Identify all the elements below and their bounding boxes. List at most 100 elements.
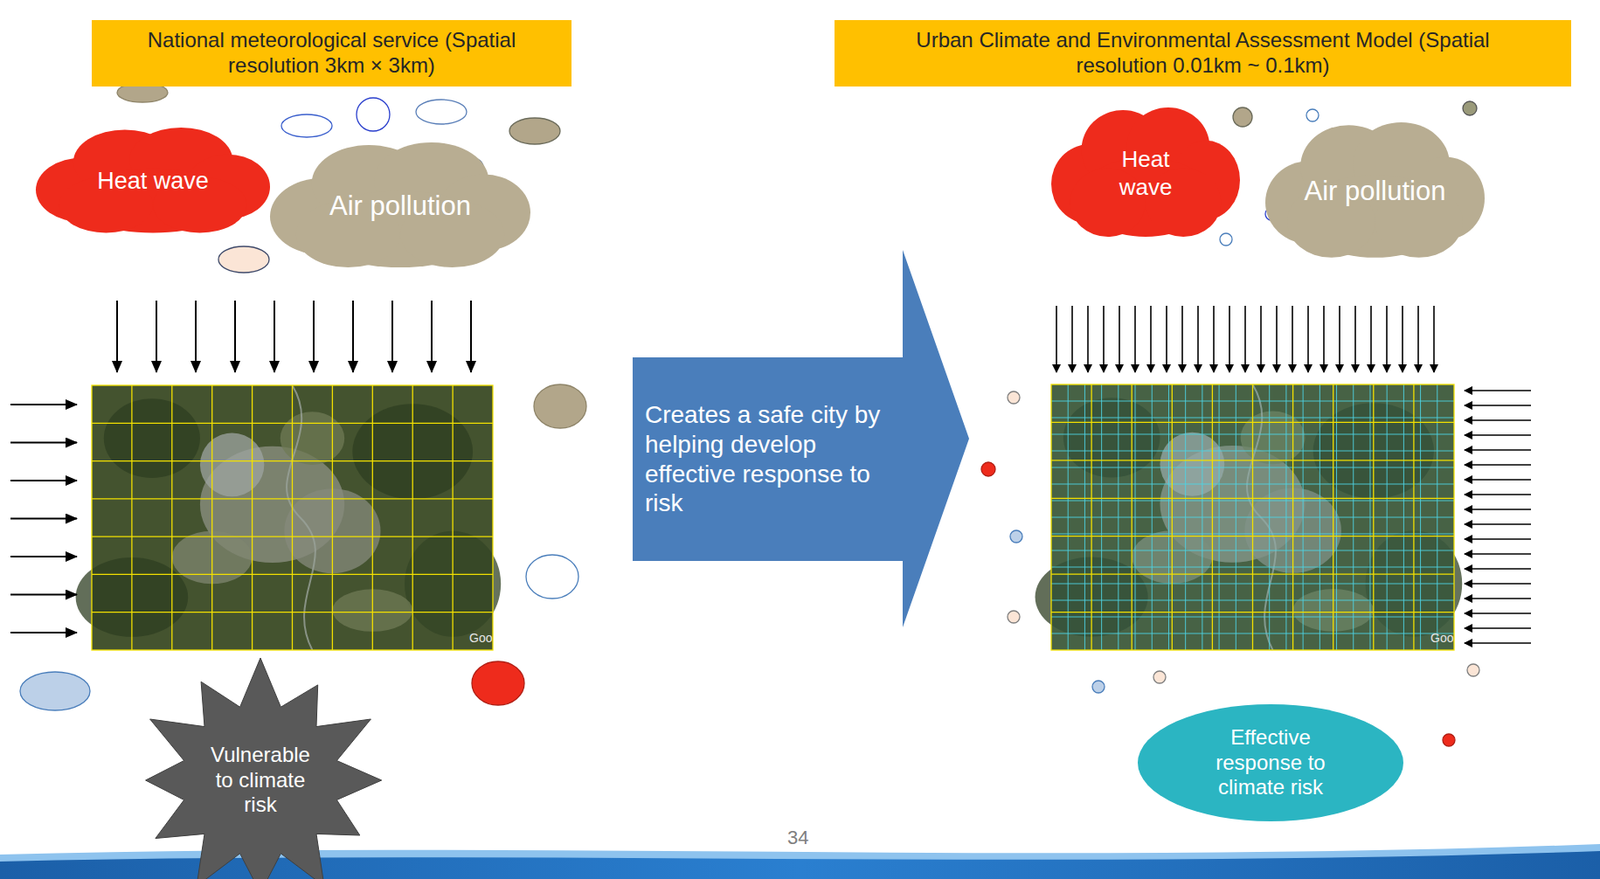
particle-dot [1442, 734, 1455, 747]
wind-arrow [1322, 305, 1325, 373]
footer-band [0, 851, 1600, 879]
coarse-grid-line [1252, 384, 1254, 651]
particle-dot [1153, 671, 1166, 684]
particle-dot [356, 97, 390, 132]
particle-dot [1010, 530, 1023, 543]
text-area: Urban Climate and Environmental Assessme… [834, 20, 1572, 87]
grid-border [1051, 384, 1455, 651]
map-terrain [200, 433, 264, 498]
wind-arrow [1102, 305, 1105, 373]
map-terrain [103, 398, 201, 478]
grid-border [91, 385, 493, 651]
coarse-grid-line [91, 498, 493, 499]
particle-dot [526, 554, 579, 599]
wind-arrow [430, 300, 433, 373]
coarse-grid-line [412, 385, 414, 651]
wind-arrow [1275, 305, 1278, 373]
coarse-grid-line [91, 422, 493, 424]
node-text: Heat wave [96, 166, 209, 195]
wind-arrow [470, 300, 472, 373]
wind-arrow [1087, 305, 1089, 373]
fine-grid-line [1252, 384, 1254, 651]
node-text: Heat wave [1106, 145, 1185, 201]
ellipse-fill [1137, 704, 1404, 822]
wind-arrow [1071, 305, 1074, 373]
coarse-grid-line [1051, 573, 1455, 575]
map-river [286, 385, 316, 651]
wind-arrow [1464, 389, 1531, 392]
particle-dot [1219, 233, 1233, 246]
wind-arrow [1464, 404, 1531, 407]
particle-dot [1306, 109, 1319, 122]
coarse-grid-line [1412, 384, 1414, 651]
particle-dot [20, 671, 91, 711]
wind-arrow [1464, 538, 1531, 541]
node-text: Effective response to climate risk [1205, 725, 1337, 801]
coarse-grid-line [1051, 459, 1455, 461]
air-pollution-cloud: Air pollution [1265, 122, 1485, 261]
wind-arrow [1134, 305, 1136, 373]
air-pollution-cloud: Air pollution [270, 142, 531, 271]
wind-arrow [1244, 305, 1247, 373]
wind-arrow [312, 300, 315, 373]
particle-dot [471, 661, 525, 706]
coarse-grid-line [1372, 384, 1374, 651]
coarse-grid-line [451, 385, 453, 651]
wind-arrow [116, 300, 118, 373]
heat-wave-cloud: Heat wave [35, 127, 271, 236]
particle-dot [218, 246, 270, 273]
map-terrain [280, 411, 345, 465]
wind-arrow [1228, 305, 1231, 373]
heat-wave-cloud: Heat wave [1051, 107, 1240, 240]
particle-dot [281, 114, 333, 138]
wind-arrow [1260, 305, 1262, 373]
wind-arrow [1165, 305, 1168, 373]
wind-arrow [1338, 305, 1341, 373]
text-area: Creates a safe city by helping develop e… [644, 357, 901, 562]
wind-arrow [1307, 305, 1310, 373]
text-area: Effective response to climate risk [1137, 704, 1404, 822]
wind-arrow [1401, 305, 1404, 373]
node-text: Air pollution [329, 189, 471, 222]
arrow-fill [632, 249, 970, 628]
coarse-grid-line [1332, 384, 1334, 651]
wind-arrow [1464, 642, 1531, 645]
wind-arrow [1181, 305, 1184, 373]
satellite-map [76, 385, 502, 651]
coarse-grid-line [1212, 384, 1213, 651]
node-text: National meteorological service (Spatial… [139, 27, 525, 79]
node-text: Urban Climate and Environmental Assessme… [914, 27, 1492, 79]
wind-arrow [1464, 478, 1531, 481]
wind-arrow [10, 442, 77, 444]
page-number: 34 [787, 826, 809, 850]
text-area: Heat wave [35, 127, 271, 236]
wind-arrow [10, 631, 77, 634]
text-area: Air pollution [1265, 122, 1485, 261]
coarse-grid-line [1292, 384, 1294, 651]
wind-arrow [1464, 612, 1531, 615]
coarse-grid-line [372, 385, 374, 651]
wind-arrow [1149, 305, 1152, 373]
particle-dot [1232, 107, 1253, 127]
wind-arrow [10, 594, 77, 596]
wind-arrow [1370, 305, 1372, 373]
wind-arrow [1464, 449, 1531, 451]
text-area: Air pollution [270, 142, 531, 271]
risk-starburst: Vulnerable to climate risk [132, 658, 388, 879]
wind-arrow [391, 300, 394, 373]
wind-arrow [1417, 305, 1420, 373]
wind-arrow [194, 300, 197, 373]
wind-arrow [1464, 419, 1531, 422]
transition-arrow: Creates a safe city by helping develop e… [632, 249, 970, 628]
wind-arrow [10, 555, 77, 558]
wind-arrow [1385, 305, 1388, 373]
particle-dot [981, 462, 996, 477]
node-text: Vulnerable to climate risk [199, 742, 322, 818]
map-watermark: Goo [1430, 630, 1454, 645]
wind-arrow [1464, 597, 1531, 600]
map-watermark: Goo [469, 630, 492, 645]
wind-arrow [1055, 305, 1058, 373]
wind-arrow [1433, 305, 1435, 373]
wind-arrow [1197, 305, 1199, 373]
header-box: Urban Climate and Environmental Assessme… [834, 20, 1572, 87]
